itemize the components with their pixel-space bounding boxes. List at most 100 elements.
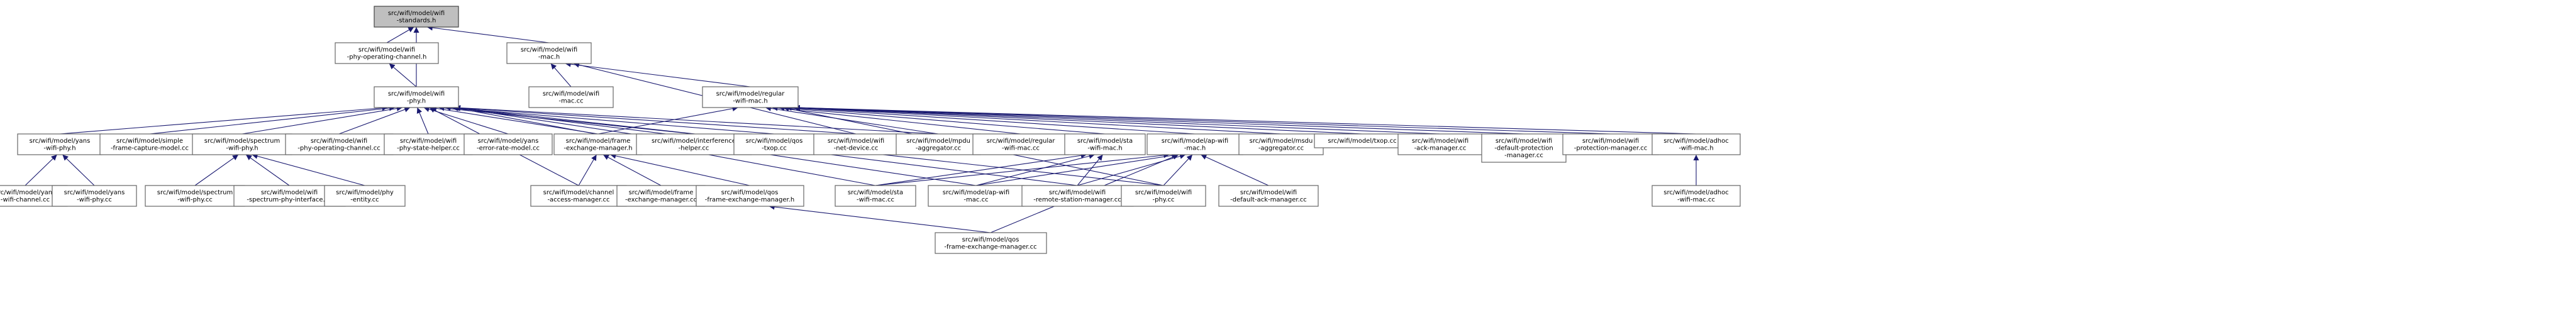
include-arrow — [194, 154, 239, 186]
node-label-line: src/wifi/model/regular — [987, 138, 1056, 145]
file-node-yans-phy-cc[interactable]: src/wifi/model/yans-wifi-phy.cc — [52, 185, 137, 207]
include-arrow — [597, 106, 738, 135]
file-node-wifi-phy-h[interactable]: src/wifi/model/wifi-phy.h — [374, 86, 459, 108]
node-label-line: src/wifi/model/yans — [64, 189, 125, 196]
node-label-line: -mac.h — [538, 54, 560, 61]
node-label-line: -aggregator.cc — [916, 145, 961, 152]
include-arrow — [438, 105, 694, 135]
node-label-line: -txop.cc — [762, 145, 787, 152]
file-node-fem-h[interactable]: src/wifi/model/frame-exchange-manager.h — [553, 133, 643, 155]
node-label-line: src/wifi/model/wifi — [388, 10, 445, 17]
include-edge — [1163, 154, 1193, 186]
file-node-spectrum-cc[interactable]: src/wifi/model/spectrum-wifi-phy.cc — [145, 185, 245, 207]
node-label-line: -wifi-mac.cc — [1677, 197, 1715, 204]
include-arrow — [386, 26, 414, 43]
node-label-line: -exchange-manager.h — [564, 145, 632, 152]
include-arrow — [1077, 153, 1186, 186]
file-node-qos-fem-cc[interactable]: src/wifi/model/qos-frame-exchange-manage… — [935, 232, 1047, 254]
node-box — [1021, 185, 1134, 207]
file-node-mpdu-agg-cc[interactable]: src/wifi/model/mpdu-aggregator.cc — [896, 133, 981, 155]
include-edge — [252, 153, 365, 186]
file-node-net-dev-cc[interactable]: src/wifi/model/wifi-net-device.cc — [813, 133, 899, 155]
file-node-simple-cc[interactable]: src/wifi/model/simple-frame-capture-mode… — [99, 133, 200, 155]
file-node-regular-cc[interactable]: src/wifi/model/regular-wifi-mac.cc — [972, 133, 1069, 155]
file-node-adhoc-h[interactable]: src/wifi/model/adhoc-wifi-mac.h — [1652, 133, 1741, 155]
file-node-adhoc-cc[interactable]: src/wifi/model/adhoc-wifi-mac.cc — [1652, 185, 1741, 207]
node-label-line: src/wifi/model/adhoc — [1663, 138, 1729, 145]
file-node-sta-cc[interactable]: src/wifi/model/sta-wifi-mac.cc — [835, 185, 916, 207]
file-node-fem-cc[interactable]: src/wifi/model/frame-exchange-manager.cc — [616, 185, 706, 207]
node-label-line: src/wifi/model/yans — [478, 138, 539, 145]
include-arrow — [786, 105, 1196, 135]
node-label-line: -wifi-phy.h — [226, 145, 258, 152]
file-node-rsm-cc[interactable]: src/wifi/model/wifi-remote-station-manag… — [1021, 185, 1134, 207]
include-arrow — [794, 104, 1611, 135]
node-label-line: src/wifi/model/wifi — [358, 47, 415, 53]
node-box — [145, 185, 245, 207]
file-node-interf-cc[interactable]: src/wifi/model/interference-helper.cc — [636, 133, 752, 155]
node-label-line: src/wifi/model/wifi — [388, 91, 445, 97]
include-edge — [416, 107, 429, 135]
node-label-line: src/wifi/model/yans — [0, 189, 55, 196]
file-node-phy-op-ch-cc[interactable]: src/wifi/model/wifi-phy-operating-channe… — [285, 133, 394, 155]
include-edge — [438, 105, 694, 135]
include-edge — [794, 104, 1611, 135]
file-node-def-prot-cc[interactable]: src/wifi/model/wifi-default-protection-m… — [1481, 133, 1567, 163]
include-arrow — [454, 104, 939, 135]
file-node-yans-h[interactable]: src/wifi/model/yans-wifi-phy.h — [17, 133, 103, 155]
file-node-ch-access-cc[interactable]: src/wifi/model/channel-access-manager.cc — [530, 185, 627, 207]
include-edge — [454, 104, 939, 135]
node-label-line: src/wifi/model/qos — [746, 138, 803, 145]
node-box — [1064, 133, 1146, 155]
include-arrow — [779, 105, 1106, 135]
file-node-wifi-mac-cc[interactable]: src/wifi/model/wifi-mac.cc — [528, 86, 614, 108]
file-node-phy-op-ch-h[interactable]: src/wifi/model/wifi-phy-operating-channe… — [335, 42, 439, 64]
include-edge — [779, 105, 1106, 135]
include-edge — [769, 204, 991, 233]
node-box — [99, 133, 200, 155]
node-label-line: src/wifi/model/wifi — [1496, 138, 1552, 145]
node-label-line: src/wifi/model/qos — [962, 236, 1019, 243]
node-box — [1397, 133, 1483, 155]
node-label-line: -wifi-mac.h — [1679, 145, 1713, 152]
file-node-ap-h[interactable]: src/wifi/model/ap-wifi-mac.h — [1146, 133, 1243, 155]
file-node-regular-h[interactable]: src/wifi/model/regular-wifi-mac.h — [702, 86, 799, 108]
file-node-msdu-agg-cc[interactable]: src/wifi/model/msdu-aggregator.cc — [1238, 133, 1324, 155]
include-edge — [25, 154, 57, 186]
include-edge — [794, 104, 1697, 135]
include-arrow — [794, 104, 1363, 135]
node-label-line: src/wifi/model/interference — [652, 138, 736, 145]
file-node-def-ack-cc[interactable]: src/wifi/model/wifi-default-ack-manager.… — [1218, 185, 1319, 207]
file-node-phy-state-cc[interactable]: src/wifi/model/wifi-phy-state-helper.cc — [384, 133, 473, 155]
include-edge — [550, 63, 572, 87]
include-arrow — [252, 153, 365, 186]
node-label-line: -spectrum-phy-interface.cc — [247, 197, 331, 204]
node-box — [1652, 133, 1741, 155]
file-node-txop-cc[interactable]: src/wifi/model/txop.cc — [1314, 133, 1411, 148]
include-edge — [875, 152, 1170, 186]
file-node-wifi-phy-cc[interactable]: src/wifi/model/wifi-phy.cc — [1121, 185, 1206, 207]
node-label-line: src/wifi/model/frame — [566, 138, 631, 145]
node-label-line: -wifi-mac.cc — [857, 197, 894, 204]
node-label-line: -phy-state-helper.cc — [397, 145, 460, 152]
node-box — [374, 86, 459, 108]
file-node-ap-cc[interactable]: src/wifi/model/ap-wifi-mac.cc — [928, 185, 1024, 207]
include-edge — [451, 105, 857, 135]
include-edge — [389, 63, 417, 87]
file-node-sta-h[interactable]: src/wifi/model/sta-wifi-mac.h — [1064, 133, 1146, 155]
node-box — [1481, 133, 1567, 163]
file-node-spectrum-h[interactable]: src/wifi/model/spectrum-wifi-phy.h — [192, 133, 292, 155]
include-edge — [386, 26, 414, 43]
include-arrow — [431, 105, 599, 135]
include-arrow — [149, 105, 396, 135]
node-label-line: src/wifi/model/mpdu — [906, 138, 970, 145]
include-arrow — [602, 154, 662, 186]
file-node-phy-entity-cc[interactable]: src/wifi/model/phy-entity.cc — [324, 185, 406, 207]
file-node-qos-fem-h[interactable]: src/wifi/model/qos-frame-exchange-manage… — [696, 185, 804, 207]
file-node-wifi-mac-h[interactable]: src/wifi/model/wifi-mac.h — [506, 42, 592, 64]
include-arrow — [242, 106, 402, 135]
file-node-qos-txop-cc[interactable]: src/wifi/model/qos-txop.cc — [733, 133, 815, 155]
file-node-prot-mgr-cc[interactable]: src/wifi/model/wifi-protection-manager.c… — [1562, 133, 1659, 155]
file-node-ack-mgr-cc[interactable]: src/wifi/model/wifi-ack-manager.cc — [1397, 133, 1483, 155]
file-node-yans-err-cc[interactable]: src/wifi/model/yans-error-rate-model.cc — [464, 133, 553, 155]
